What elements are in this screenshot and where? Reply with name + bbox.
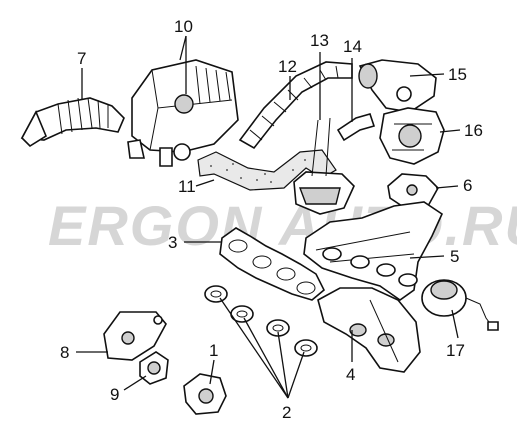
part-numbers: 1 2 3 4 5 6 7 8 9 10 11 12 13 14 15 16 1… xyxy=(60,17,483,422)
vacuum-actuator xyxy=(421,279,499,331)
intake-manifold xyxy=(303,201,444,301)
rubber-mount xyxy=(139,351,169,385)
label-13: 13 xyxy=(310,31,329,50)
exhaust-manifold xyxy=(317,287,421,373)
manifold-gasket xyxy=(219,227,325,301)
watermark: ERGON AUTO.RU xyxy=(48,194,517,257)
label-7: 7 xyxy=(77,49,86,68)
label-14: 14 xyxy=(343,37,362,56)
exhaust-gaskets xyxy=(204,285,318,357)
label-4: 4 xyxy=(346,365,355,384)
label-16: 16 xyxy=(464,121,483,140)
small-hose xyxy=(336,113,376,142)
engine-mount-bracket xyxy=(103,311,167,361)
air-filter-housing xyxy=(127,59,239,167)
label-1: 1 xyxy=(209,341,218,360)
label-9: 9 xyxy=(110,385,119,404)
resonator-bracket xyxy=(293,117,355,215)
throttle-inlet-elbow xyxy=(358,59,437,113)
label-6: 6 xyxy=(463,176,472,195)
label-3: 3 xyxy=(168,233,177,252)
label-11: 11 xyxy=(178,177,196,196)
label-15: 15 xyxy=(448,65,467,84)
label-17: 17 xyxy=(446,341,465,360)
air-intake-duct xyxy=(20,97,125,148)
bottom-sensor xyxy=(183,373,227,415)
throttle-body xyxy=(379,107,445,165)
label-8: 8 xyxy=(60,343,69,362)
label-5: 5 xyxy=(450,247,459,266)
leader-lines xyxy=(76,35,461,399)
label-12: 12 xyxy=(278,57,297,76)
label-10: 10 xyxy=(174,17,193,36)
sensor-block xyxy=(387,173,439,207)
label-2: 2 xyxy=(282,403,291,422)
